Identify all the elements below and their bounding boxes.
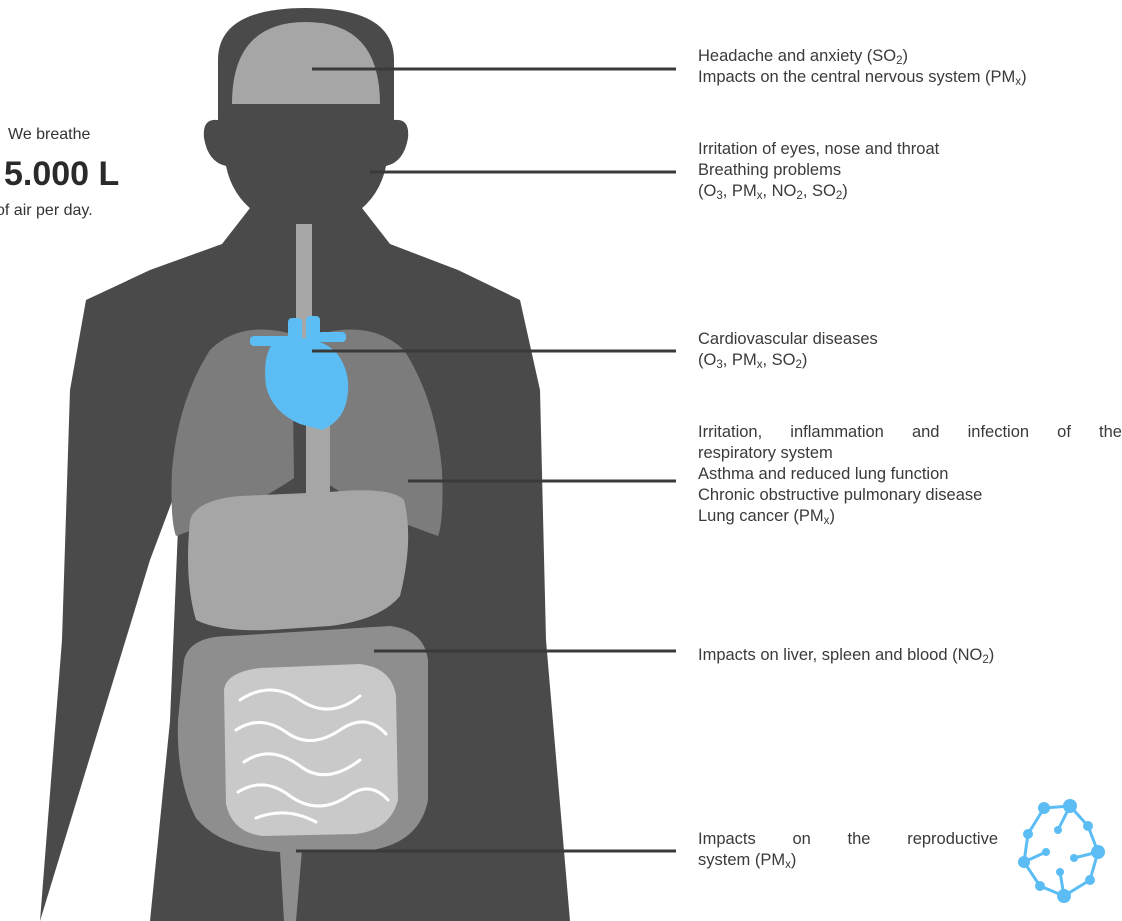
callout-repro: Impacts on the reproductive system (PMx) [698, 829, 998, 871]
callout-lungs-line-2: respiratory system [698, 443, 1122, 464]
callout-lungs-line-5: Lung cancer (PMx) [698, 506, 1122, 527]
callout-text: ) [842, 182, 848, 200]
callout-text: , NO [762, 182, 796, 200]
callout-repro-line-1: Impacts on the reproductive [698, 829, 998, 850]
callout-text: Impacts on the central nervous system (P… [698, 68, 1015, 86]
callout-text: (O [698, 182, 716, 200]
logo-icon [1018, 799, 1105, 903]
intro-line-1: We breathe [8, 126, 90, 144]
callout-text: , PM [723, 351, 757, 369]
callout-text: Irritation, inflammation and infection o… [698, 423, 1122, 441]
callout-text: (O [698, 351, 716, 369]
callout-text: Breathing problems [698, 161, 841, 179]
callout-heart-line-2: (O3, PMx, SO2) [698, 350, 1122, 371]
callout-text: ) [791, 851, 797, 869]
callout-liver: Impacts on liver, spleen and blood (NO2) [698, 645, 1122, 666]
callout-text: , PM [723, 182, 757, 200]
callout-text: ) [1021, 68, 1027, 86]
callout-text: system (PM [698, 851, 785, 869]
callout-text: Lung cancer (PM [698, 507, 824, 525]
small-intestine [224, 664, 398, 836]
callout-text: Impacts on liver, spleen and blood (NO [698, 646, 982, 664]
callout-head: Headache and anxiety (SO2)Impacts on the… [698, 46, 1122, 88]
callout-text: Cardiovascular diseases [698, 330, 878, 348]
callout-text: ) [903, 47, 909, 65]
callout-text: respiratory system [698, 444, 833, 462]
callout-liver-line-1: Impacts on liver, spleen and blood (NO2) [698, 645, 1122, 666]
callout-text: ) [989, 646, 995, 664]
callout-text: Asthma and reduced lung function [698, 465, 948, 483]
callout-lungs-line-4: Chronic obstructive pulmonary disease [698, 485, 1122, 506]
callout-throat-line-3: (O3, PMx, NO2, SO2) [698, 181, 1122, 202]
intro-amount: 5.000 L [4, 154, 119, 194]
callout-text: ) [829, 507, 835, 525]
callout-heart: Cardiovascular diseases (O3, PMx, SO2) [698, 329, 1122, 371]
callout-repro-line-2: system (PMx) [698, 850, 998, 871]
callout-heart-line-1: Cardiovascular diseases [698, 329, 1122, 350]
callout-head-line-1: Headache and anxiety (SO2) [698, 46, 1122, 67]
callout-text: Irritation of eyes, nose and throat [698, 140, 939, 158]
callout-lungs-line-3: Asthma and reduced lung function [698, 464, 1122, 485]
callout-lungs-line-1: Irritation, inflammation and infection o… [698, 422, 1122, 443]
callout-lungs: Irritation, inflammation and infection o… [698, 422, 1122, 527]
callout-text: Impacts on the reproductive [698, 830, 998, 848]
callout-text: , SO [803, 182, 836, 200]
stomach [188, 490, 408, 630]
callout-text: ) [802, 351, 808, 369]
callout-text: Chronic obstructive pulmonary disease [698, 486, 982, 504]
callout-text: Headache and anxiety (SO [698, 47, 896, 65]
intro-line-3: of air per day. [0, 202, 93, 220]
callout-throat-line-2: Breathing problems [698, 160, 1122, 181]
callout-head-line-2: Impacts on the central nervous system (P… [698, 67, 1122, 88]
callout-throat-line-1: Irritation of eyes, nose and throat [698, 139, 1122, 160]
callout-text: , SO [762, 351, 795, 369]
